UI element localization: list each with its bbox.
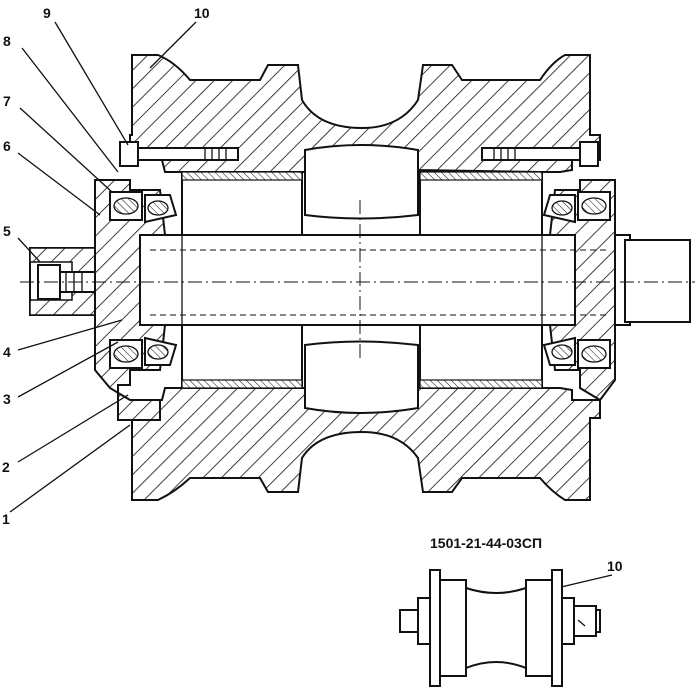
- left-seal-lower: [109, 336, 178, 369]
- callout-6: 6: [3, 138, 11, 154]
- center-web-bottom: [304, 340, 419, 414]
- callout-1: 1: [2, 511, 10, 527]
- callout-3: 3: [3, 391, 11, 407]
- roller-section-view: [20, 54, 695, 501]
- left-bushing-liner-top: [181, 171, 303, 181]
- callout-2: 2: [2, 459, 10, 475]
- axle-shaft: [119, 234, 631, 326]
- right-seal-lower: [542, 336, 611, 369]
- callout-4: 4: [3, 344, 11, 360]
- callout-leaders: [9, 21, 197, 513]
- callout-9: 9: [43, 5, 51, 21]
- right-axle-stub: [624, 239, 691, 323]
- center-web-top: [304, 144, 419, 220]
- inset-code: 1501-21-44-03СП: [430, 535, 542, 551]
- callout-5: 5: [3, 223, 11, 239]
- callout-7: 7: [3, 93, 11, 109]
- inset-view: 1501-21-44-03СП 10: [399, 535, 623, 687]
- left-seal-upper: [109, 191, 178, 224]
- callout-10: 10: [194, 5, 210, 21]
- left-bolt: [119, 141, 239, 167]
- roller-body-upper: [129, 54, 601, 173]
- right-bushing-liner-top: [419, 171, 543, 181]
- inset-callout-10: 10: [607, 558, 623, 574]
- right-bolt: [481, 141, 599, 167]
- left-bushing-liner-bottom: [181, 379, 303, 389]
- right-seal-upper: [542, 191, 611, 224]
- callout-8: 8: [3, 33, 11, 49]
- right-bushing-liner-bottom: [419, 379, 543, 389]
- roller-body-lower: [129, 387, 601, 501]
